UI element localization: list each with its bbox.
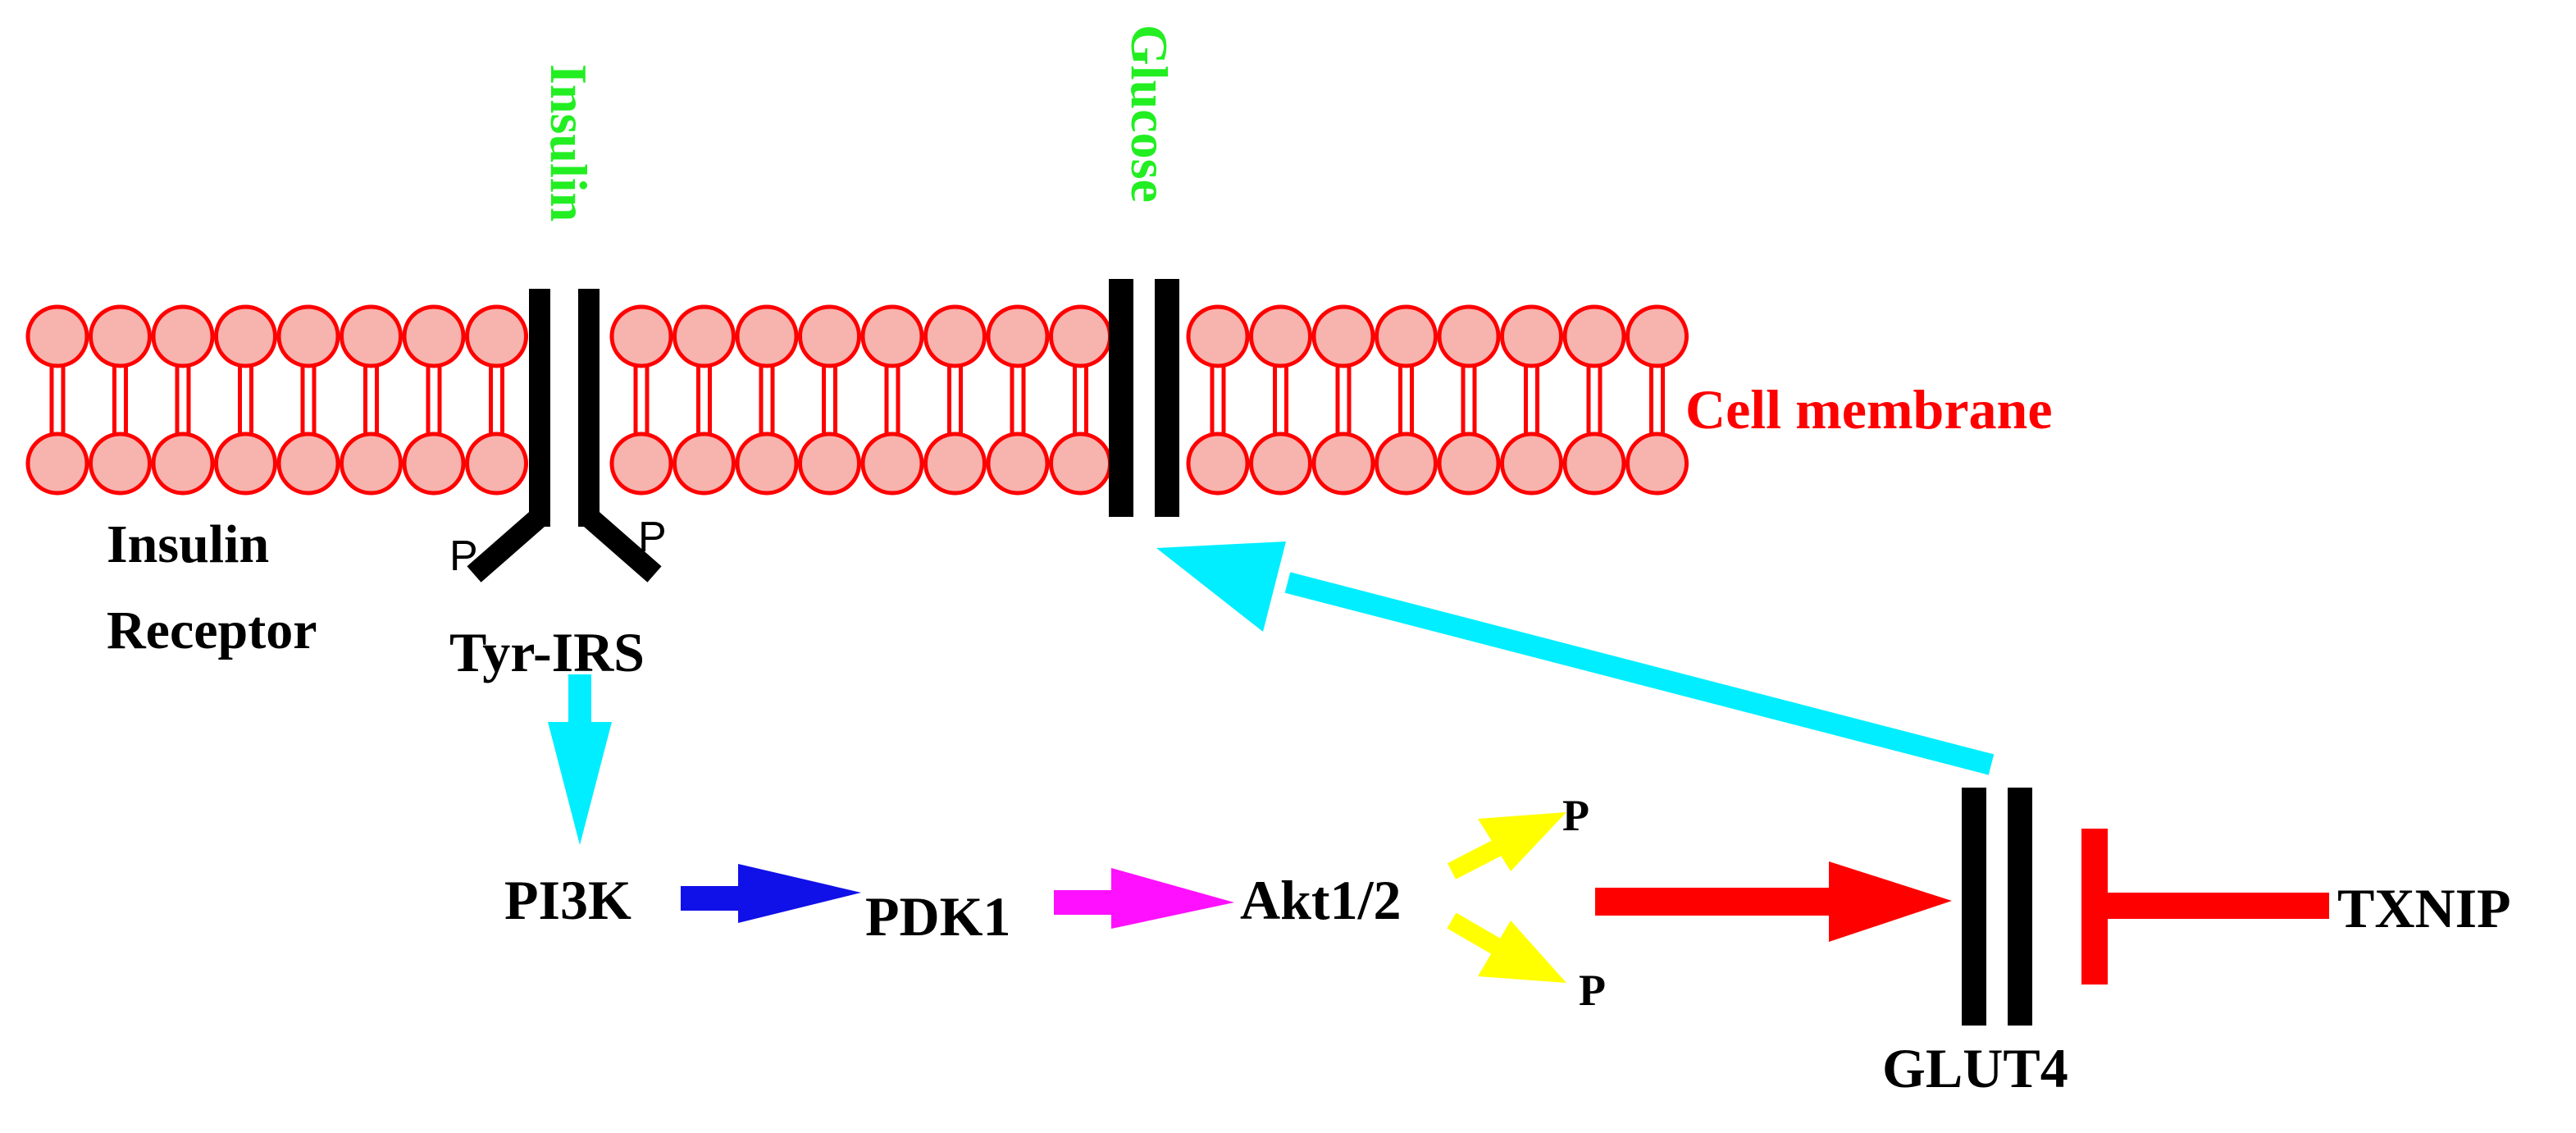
phospho-right-label: P	[638, 514, 667, 561]
lipid-head-inner	[986, 432, 1050, 496]
arrow-tyr-irs-to-pi3k	[548, 674, 612, 845]
lipid-head-outer	[89, 304, 152, 368]
lipid-head-outer	[1437, 304, 1501, 368]
lipid-head-outer	[151, 304, 215, 368]
lipid-head-inner	[1249, 432, 1312, 496]
arrow-pdk1-to-akt	[1054, 868, 1234, 929]
lipid-head-inner	[1562, 432, 1626, 496]
membrane-glucose-channel	[1109, 279, 1179, 517]
lipid-head-outer	[25, 304, 89, 368]
insulin-receptor-label-line1: Insulin	[107, 514, 269, 574]
inhibition-txnip-glut4	[2081, 829, 2329, 985]
glucose-label: Glucose	[1120, 25, 1179, 203]
lipid-head-outer	[609, 304, 673, 368]
receptor-right-tail	[581, 509, 662, 582]
akt-p-lower-label: P	[1579, 966, 1606, 1015]
insulin-receptor-label-line2: Receptor	[107, 601, 317, 660]
lipid-head-outer	[1625, 304, 1689, 368]
lipid-head-outer	[1311, 304, 1375, 368]
lipid-head-inner	[860, 432, 924, 496]
arrow-akt-to-p-lower	[1447, 912, 1566, 983]
arrow-pi3k-to-pdk1	[681, 864, 861, 923]
lipid-head-outer	[402, 304, 466, 368]
membrane-channel-left	[1109, 279, 1133, 517]
lipid-head-outer	[465, 304, 528, 368]
receptor-left-tail	[467, 509, 547, 582]
glut4-bar-right	[2008, 788, 2032, 1026]
lipid-head-outer	[672, 304, 736, 368]
glut4-transporter	[1962, 788, 2032, 1026]
pi3k-label: PI3K	[504, 869, 631, 931]
lipid-head-inner	[1437, 432, 1501, 496]
lipid-head-inner	[89, 432, 152, 496]
membrane-channel-right	[1155, 279, 1179, 517]
lipid-head-inner	[1500, 432, 1563, 496]
glut4-label: GLUT4	[1882, 1037, 2068, 1099]
glut4-bar-left	[1962, 788, 1986, 1026]
pdk1-label: PDK1	[865, 885, 1011, 948]
lipid-head-outer	[1186, 304, 1250, 368]
tyr-irs-label: Tyr-IRS	[449, 621, 645, 683]
lipid-head-inner	[1311, 432, 1375, 496]
lipid-bilayer	[25, 304, 1689, 496]
insulin-label: Insulin	[540, 64, 598, 222]
lipid-head-outer	[923, 304, 987, 368]
arrow-glut4-to-membrane	[1156, 541, 1995, 775]
lipid-head-inner	[1186, 432, 1250, 496]
txnip-label: TXNIP	[2337, 877, 2511, 939]
lipid-head-inner	[1625, 432, 1689, 496]
lipid-head-outer	[1562, 304, 1626, 368]
cell-membrane-label: Cell membrane	[1685, 378, 2053, 441]
insulin-receptor	[467, 289, 662, 582]
lipid-head-outer	[214, 304, 277, 368]
arrow-akt-to-glut4	[1595, 861, 1952, 942]
lipid-head-outer	[1375, 304, 1438, 368]
lipid-head-outer	[276, 304, 340, 368]
lipid-head-inner	[923, 432, 987, 496]
lipid-head-outer	[798, 304, 861, 368]
lipid-head-inner	[402, 432, 466, 496]
lipid-head-inner	[276, 432, 340, 496]
lipid-head-inner	[1049, 432, 1112, 496]
receptor-left-chain	[529, 289, 550, 527]
arrows	[548, 541, 2329, 985]
lipid-head-outer	[986, 304, 1050, 368]
lipid-head-outer	[340, 304, 403, 368]
lipid-head-outer	[1049, 304, 1112, 368]
lipid-head-inner	[214, 432, 277, 496]
receptor-right-chain	[578, 289, 600, 527]
akt-label: Akt1/2	[1240, 869, 1401, 931]
lipid-head-outer	[860, 304, 924, 368]
akt-p-upper-label: P	[1562, 791, 1589, 840]
lipid-head-inner	[151, 432, 215, 496]
lipid-head-outer	[1249, 304, 1312, 368]
lipid-head-outer	[735, 304, 799, 368]
lipid-head-inner	[340, 432, 403, 496]
lipid-head-inner	[465, 432, 528, 496]
lipid-head-inner	[1375, 432, 1438, 496]
lipid-head-inner	[798, 432, 861, 496]
arrow-akt-to-p-upper	[1447, 812, 1566, 879]
lipid-head-outer	[1500, 304, 1563, 368]
lipid-head-inner	[25, 432, 89, 496]
phospho-left-label: P	[449, 532, 478, 580]
lipid-head-inner	[672, 432, 736, 496]
lipid-head-inner	[735, 432, 799, 496]
lipid-head-inner	[609, 432, 673, 496]
